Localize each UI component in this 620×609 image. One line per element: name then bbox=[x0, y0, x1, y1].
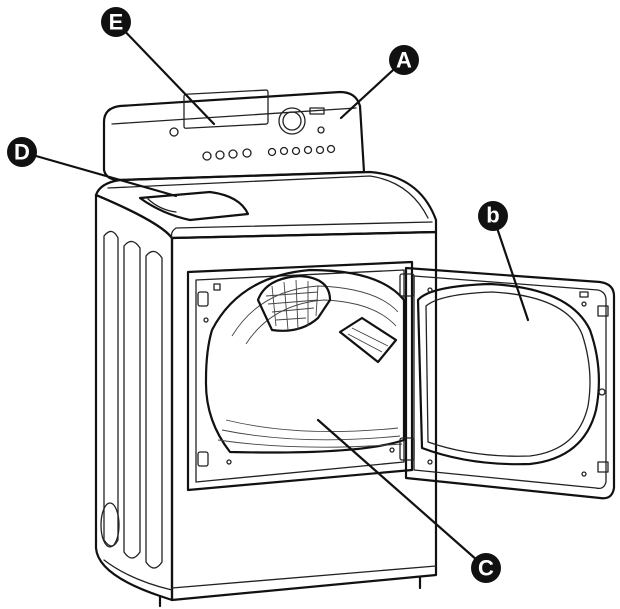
callout-c: C bbox=[471, 553, 501, 583]
callout-a-label: A bbox=[396, 48, 412, 73]
power-button[interactable] bbox=[169, 127, 179, 137]
leader-line-b bbox=[491, 214, 530, 322]
control-panel bbox=[102, 89, 366, 182]
option-buttons-right[interactable] bbox=[267, 144, 336, 157]
option-buttons-left[interactable] bbox=[202, 148, 252, 161]
lint-filter[interactable] bbox=[138, 190, 250, 222]
callout-e: E bbox=[101, 7, 131, 37]
drum-opening bbox=[186, 260, 414, 492]
callout-e-label: E bbox=[109, 10, 124, 35]
leader-line-d bbox=[20, 150, 178, 198]
cycle-knob[interactable] bbox=[278, 107, 306, 135]
leader-line-c bbox=[316, 418, 488, 570]
leader-lines bbox=[20, 20, 530, 570]
drum-rear-vent bbox=[256, 274, 332, 332]
display-window bbox=[183, 89, 269, 129]
dryer-cabinet bbox=[94, 193, 438, 608]
callout-b-label: b bbox=[486, 203, 499, 228]
callout-c-label: C bbox=[478, 556, 494, 581]
callout-d-label: D bbox=[14, 140, 30, 165]
leader-line-e bbox=[114, 20, 216, 126]
callout-b: b bbox=[478, 201, 508, 231]
dryer-door[interactable] bbox=[399, 266, 616, 500]
callout-a: A bbox=[389, 45, 419, 75]
drum-baffle bbox=[338, 316, 398, 364]
dryer-top bbox=[94, 170, 438, 240]
callout-d: D bbox=[7, 137, 37, 167]
